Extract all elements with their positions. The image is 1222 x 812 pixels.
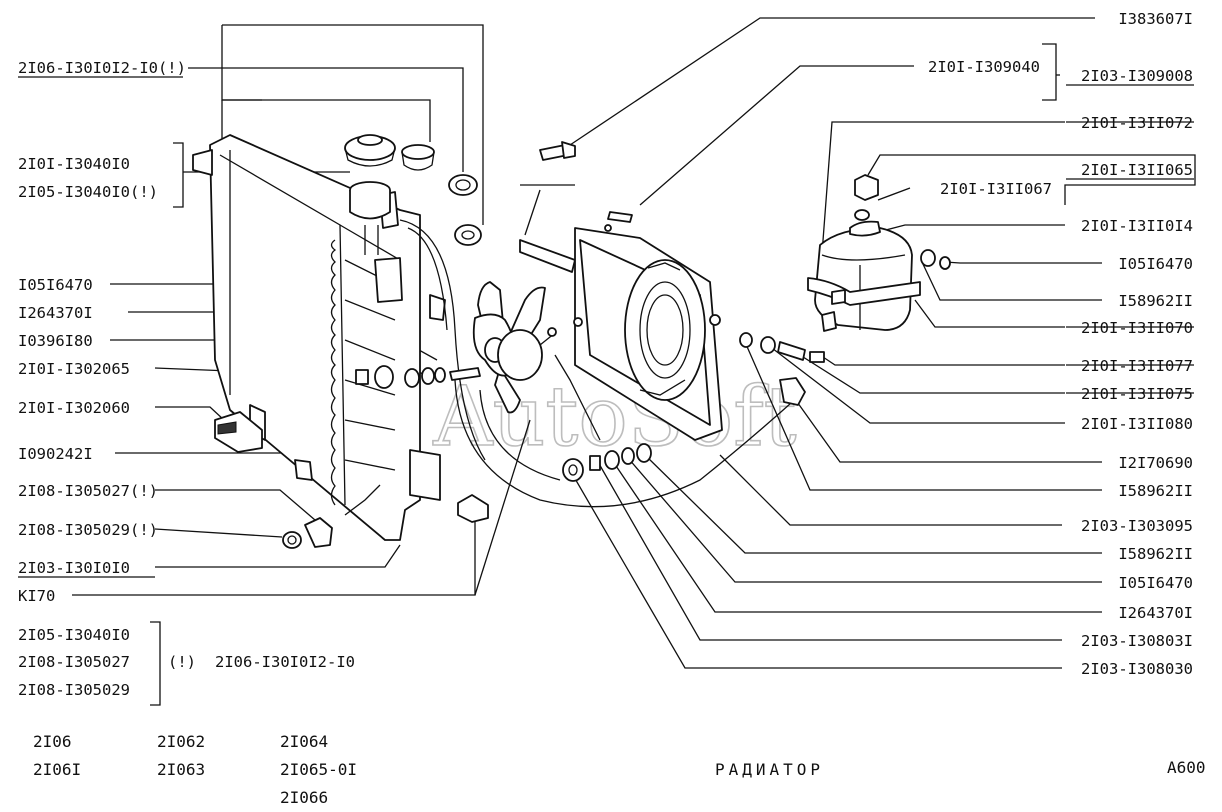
label-10902421: I090242I [18, 445, 93, 463]
model-code: 2I062 [157, 732, 205, 751]
label-15896211-b: I58962II [1118, 482, 1193, 500]
label-2103-1308030: 2I03-I308030 [1081, 660, 1193, 678]
support-cushion [214, 411, 263, 453]
label-10396180: I0396I80 [18, 332, 93, 350]
fan-shroud [573, 224, 723, 441]
applicability-note: 2I05-I3040I0 2I08-I305027 2I08-I305029 (… [18, 621, 355, 706]
label-2101-1302065: 2I0I-I302065 [18, 360, 130, 378]
label-2103-1301010: 2I03-I30I0I0 [18, 559, 130, 577]
expansion-tank [807, 220, 921, 332]
model-code: 2I064 [280, 732, 328, 751]
radiator [192, 134, 486, 541]
plug-small [454, 224, 482, 246]
model-code: 2I065-0I [280, 760, 357, 779]
label-2101-1309040: 2I0I-I309040 [928, 58, 1040, 76]
tank-fasteners [920, 249, 951, 270]
electric-fan [472, 281, 557, 414]
applicability-item: 2I08-I305029 [18, 681, 130, 699]
radiator-cap [344, 134, 396, 167]
applicability-item: 2I08-I305027 [18, 653, 130, 671]
applicability-replacement: 2I06-I30I0I2-I0 [215, 653, 355, 671]
label-12170690: I2I70690 [1118, 454, 1193, 472]
label-2101-1311065: 2I0I-I3II065 [1081, 161, 1193, 179]
label-2101-1304010: 2I0I-I3040I0 [18, 155, 130, 173]
shroud-bolt [539, 141, 576, 161]
model-list: 2I06 2I06I 2I062 2I063 2I064 2I065-0I 2I… [33, 732, 357, 807]
model-code: 2I066 [280, 788, 328, 807]
label-2103-1303095: 2I03-I303095 [1081, 517, 1193, 535]
label-10516470-r: I05I6470 [1118, 255, 1193, 273]
sheet-code: А600 [1167, 758, 1206, 777]
label-2108-1305027: 2I08-I305027(!) [18, 482, 158, 500]
leader-lines-right [569, 17, 1196, 669]
label-12643701: I264370I [18, 304, 93, 322]
label-12643701-c: I264370I [1118, 604, 1193, 622]
label-2103-1309008: 2I03-I309008 [1081, 67, 1193, 85]
model-code: 2I06 [33, 732, 72, 751]
applicability-mark: (!) [168, 653, 196, 671]
left-labels: 2I06-I30I0I2-I0(!) 2I0I-I3040I0 2I05-I30… [18, 59, 186, 605]
plug-medium [448, 174, 478, 196]
model-code: 2I063 [157, 760, 205, 779]
hose-fittings [739, 332, 825, 406]
plug-large [401, 144, 435, 171]
label-2101-1311070: 2I0I-I3II070 [1081, 319, 1193, 337]
page-title: РАДИАТОР [715, 760, 824, 779]
label-2101-1311080: 2I0I-I3II080 [1081, 415, 1193, 433]
thermal-switch [457, 494, 489, 523]
label-2106-1301012-10: 2I06-I30I0I2-I0(!) [18, 59, 186, 77]
label-2108-1305029: 2I08-I305029(!) [18, 521, 158, 539]
label-10516470-c: I05I6470 [1118, 574, 1193, 592]
shroud-fasteners [562, 443, 652, 482]
label-k170: КI70 [18, 587, 55, 605]
applicability-bracket [150, 621, 161, 706]
label-10516470: I05I6470 [18, 276, 93, 294]
label-2101-1302060: 2I0I-I302060 [18, 399, 130, 417]
model-code: 2I06I [33, 760, 81, 779]
label-2103-1308031: 2I03-I30803I [1081, 632, 1193, 650]
label-2101-1311077: 2I0I-I3II077 [1081, 357, 1193, 375]
label-13836071: I383607I [1118, 10, 1193, 28]
label-2101-1311014: 2I0I-I3II0I4 [1081, 217, 1193, 235]
overflow-hose [454, 354, 801, 508]
right-labels: I383607I 2I0I-I309040 2I03-I309008 2I0I-… [928, 10, 1194, 678]
label-2105-1304010: 2I05-I3040I0(!) [18, 183, 158, 201]
label-15896211: I58962II [1118, 292, 1193, 310]
tank-cap [854, 174, 879, 221]
drain-plug [282, 517, 333, 549]
label-15896211-c: I58962II [1118, 545, 1193, 563]
label-2101-1311067: 2I0I-I3II067 [940, 180, 1052, 198]
fasteners-left [355, 365, 481, 389]
pin [607, 211, 633, 223]
label-2101-1311072: 2I0I-I3II072 [1081, 114, 1193, 132]
label-2101-1311075: 2I0I-I3II075 [1081, 385, 1193, 403]
applicability-item: 2I05-I3040I0 [18, 626, 130, 644]
fan-bracket [519, 184, 576, 273]
